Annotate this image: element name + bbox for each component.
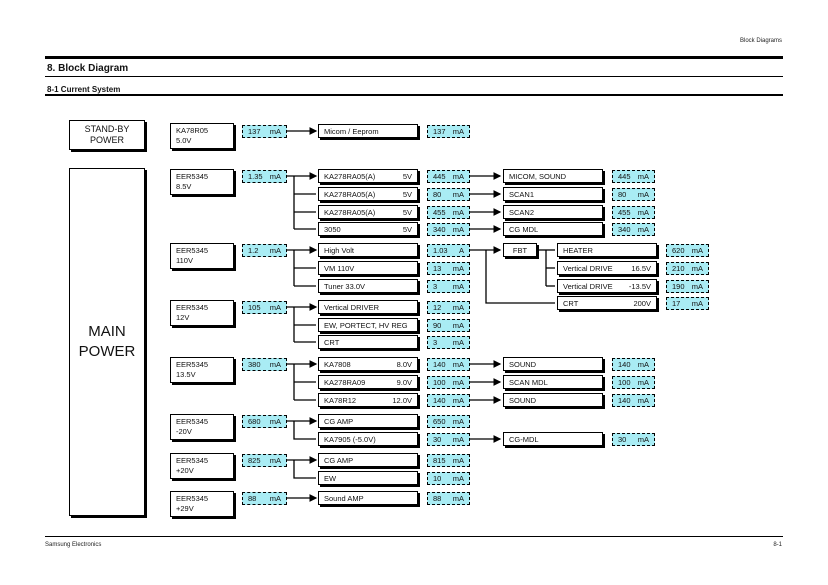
load-block: High Volt [318,243,418,257]
output-block: CG-MDL [503,432,603,446]
page-number: 8-1 [773,542,782,548]
header-rule [45,56,783,59]
load-block: KA7905 (-5.0V) [318,432,418,446]
output-block: SCAN1 [503,187,603,201]
load-block: Tuner 33.0V [318,279,418,293]
load-block: KA278RA05(A)5V [318,169,418,183]
main-power-block: MAIN POWER [69,168,145,516]
output-block: SCAN2 [503,205,603,219]
load-block: KA278RA05(A)5V [318,187,418,201]
load-block: KA278RA05(A)5V [318,205,418,219]
regulator-block: EER5345-20V [170,414,234,440]
load-block: Vertical DRIVER [318,300,418,314]
output-block: MICOM, SOUND [503,169,603,183]
standby-line1: STAND-BY [84,124,130,134]
load-block: Micom / Eeprom [318,124,418,138]
main-power-line1: MAIN [88,323,126,340]
output-block: SCAN MDL [503,375,603,389]
load-block: CRT [318,335,418,349]
output-block: CG MDL [503,222,603,236]
standby-line2: POWER [89,135,124,145]
footer-company: Samsung Electronics [45,542,102,548]
regulator-block: EER5345+20V [170,453,234,479]
load-block: Sound AMP [318,491,418,505]
page-title: 8. Block Diagram [47,63,129,74]
title-rule [45,76,783,77]
fbt-output-block: HEATER [557,243,657,257]
load-block: EW, PORTECT, HV REG [318,318,418,332]
load-block: VM 110V [318,261,418,275]
load-block: CG AMP [318,414,418,428]
footer-rule [45,536,783,537]
subtitle-rule [45,94,783,96]
output-block: SOUND [503,357,603,371]
section-header: Block Diagrams [739,38,782,44]
fbt-output-block: Vertical DRIVE-13.5V [557,279,657,293]
output-block: SOUND [503,393,603,407]
main-power-line2: POWER [78,343,136,360]
regulator-block: EER5345+29V [170,491,234,517]
standby-power-block: STAND-BY POWER [69,120,145,150]
section-subtitle: 8-1 Current System [47,85,121,94]
fbt-block: FBT [503,243,537,257]
load-block: CG AMP [318,453,418,467]
load-block: EW [318,471,418,485]
